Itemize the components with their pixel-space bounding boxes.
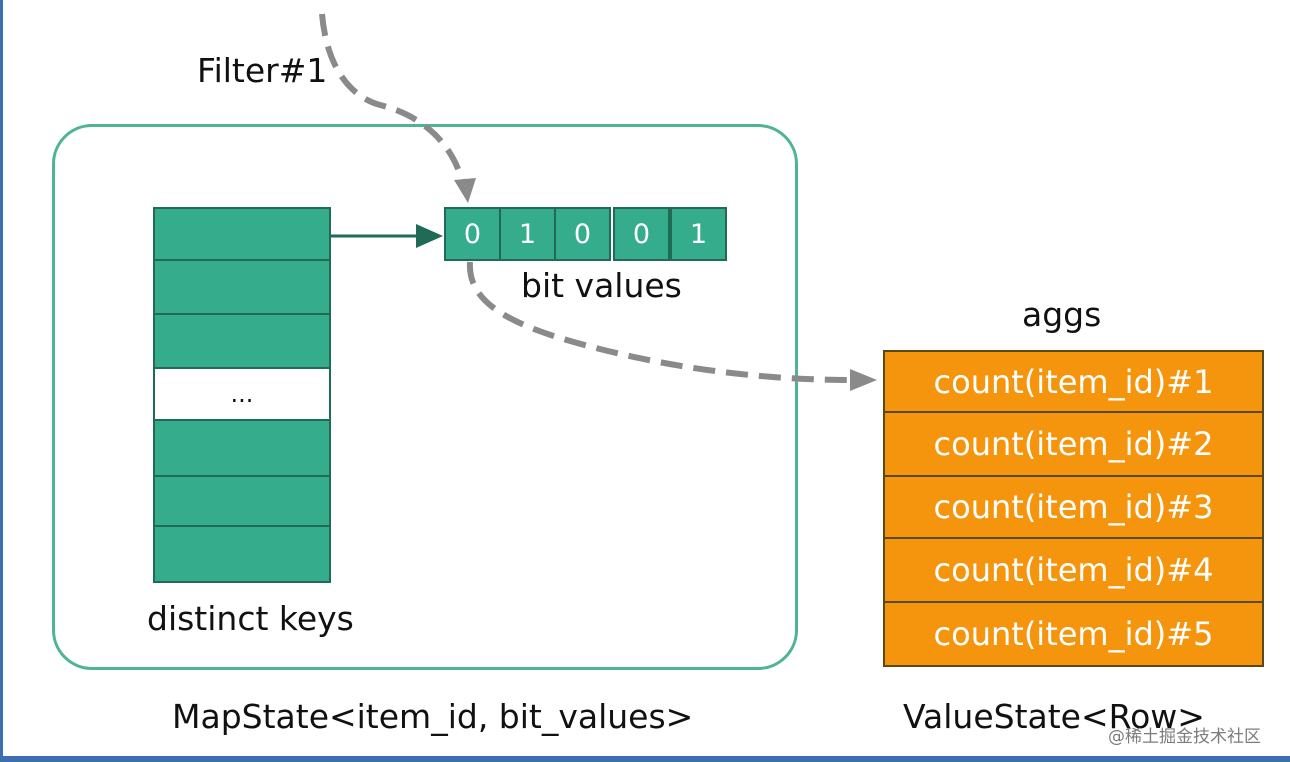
distinct-key-cell [153, 419, 331, 477]
valuestate-label: ValueState<Row> [903, 697, 1205, 736]
distinct-keys-label: distinct keys [147, 599, 354, 638]
key-to-bits-arrowhead [416, 224, 443, 248]
bit-cell: 1 [670, 207, 727, 261]
aggs-label: aggs [1022, 295, 1102, 334]
agg-cell: count(item_id)#4 [883, 537, 1264, 603]
watermark: @稀土掘金技术社区 [1108, 727, 1261, 747]
filter-label: Filter#1 [197, 51, 328, 90]
bit-cell: 0 [444, 207, 501, 261]
bit-values-label: bit values [521, 266, 682, 305]
frame-bottom-border [0, 756, 1290, 762]
agg-cell: count(item_id)#3 [883, 475, 1264, 539]
bits-to-aggs-dashed-arrowhead [850, 369, 877, 391]
filter-dashed-arrow [319, 13, 465, 181]
filter-dashed-arrowhead [454, 178, 476, 203]
agg-cell: count(item_id)#1 [883, 350, 1264, 413]
agg-cell: count(item_id)#5 [883, 601, 1264, 667]
frame-left-border [0, 0, 3, 762]
agg-cell: count(item_id)#2 [883, 411, 1264, 477]
bit-cell: 0 [554, 207, 611, 261]
mapstate-label: MapState<item_id, bit_values> [172, 697, 694, 736]
mapstate-container [52, 124, 798, 670]
bits-to-aggs-dashed-arrow [466, 261, 853, 383]
bit-cell: 0 [613, 207, 670, 261]
distinct-key-cell [153, 525, 331, 583]
